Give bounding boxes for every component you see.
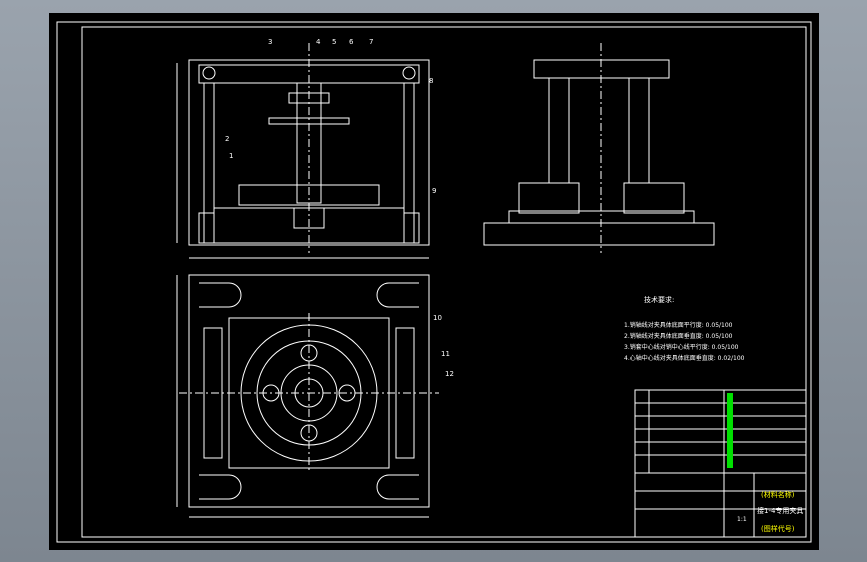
svg-text:10: 10 — [433, 314, 442, 322]
drawing-sheet: 3 4 5 6 7 8 2 1 9 10 11 12 技术要求: 1.销轴线对夹… — [49, 13, 819, 550]
svg-text:接1-4专用夹具: 接1-4专用夹具 — [757, 506, 803, 515]
svg-text:2: 2 — [225, 135, 229, 143]
svg-text:6: 6 — [349, 38, 354, 46]
svg-text:(图样代号): (图样代号) — [761, 524, 795, 533]
svg-text:1: 1 — [229, 152, 233, 160]
svg-text:4.心轴中心线对夹具体底面垂直度: 0.02/100: 4.心轴中心线对夹具体底面垂直度: 0.02/100 — [624, 354, 745, 362]
svg-text:12: 12 — [445, 370, 454, 378]
svg-text:7: 7 — [369, 38, 373, 46]
svg-text:3: 3 — [268, 38, 272, 46]
part-labels: 3 4 5 6 7 8 2 1 9 10 11 12 — [225, 38, 454, 378]
svg-text:8: 8 — [429, 77, 433, 85]
top-view — [176, 274, 439, 518]
cad-drawing: 3 4 5 6 7 8 2 1 9 10 11 12 技术要求: 1.销轴线对夹… — [56, 21, 812, 543]
svg-text:(材料名称): (材料名称) — [761, 490, 795, 499]
svg-text:4: 4 — [316, 38, 321, 46]
outer-border — [56, 21, 812, 543]
svg-text:1:1: 1:1 — [737, 516, 747, 523]
tech-requirements: 技术要求: 1.销轴线对夹具体底面平行度: 0.05/100 2.销轴线对夹具体… — [624, 295, 745, 362]
svg-text:技术要求:: 技术要求: — [644, 295, 674, 304]
front-view — [176, 43, 430, 259]
svg-text:1.销轴线对夹具体底面平行度: 0.05/100: 1.销轴线对夹具体底面平行度: 0.05/100 — [624, 321, 733, 329]
side-view — [483, 43, 715, 253]
svg-text:9: 9 — [432, 187, 436, 195]
title-block: (材料名称) 接1-4专用夹具 (图样代号) 1:1 — [634, 389, 807, 538]
svg-text:11: 11 — [441, 350, 450, 358]
svg-text:3.销套中心线对销中心线平行度: 0.05/100: 3.销套中心线对销中心线平行度: 0.05/100 — [624, 343, 739, 351]
svg-text:2.销轴线对夹具体底面垂直度: 0.05/100: 2.销轴线对夹具体底面垂直度: 0.05/100 — [624, 332, 733, 340]
inner-border — [81, 26, 807, 538]
svg-text:5: 5 — [332, 38, 336, 46]
